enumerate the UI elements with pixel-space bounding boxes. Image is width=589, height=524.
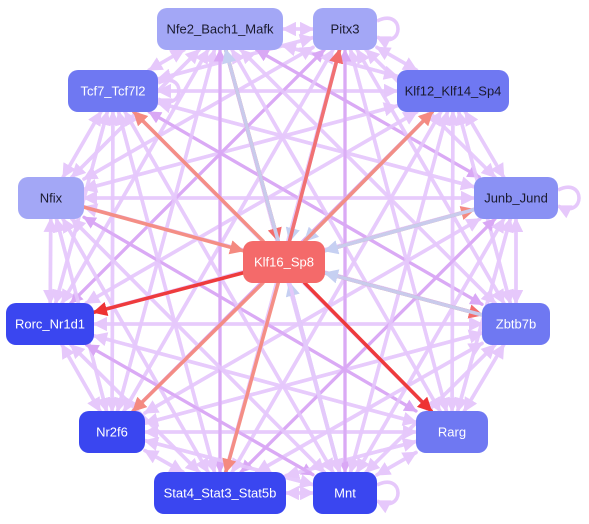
edge-layer [43, 21, 524, 501]
edge-Stat4_Stat3_Stat5b-to-Klf12_Klf14_Sp4 [230, 110, 443, 474]
node-label-Nfix: Nfix [40, 191, 63, 206]
node-Mnt[interactable]: Mnt [313, 472, 377, 514]
node-label-Zbtb7b: Zbtb7b [496, 317, 536, 332]
node-Rarg[interactable]: Rarg [416, 411, 488, 453]
node-Tcf7_Tcf7l2[interactable]: Tcf7_Tcf7l2 [68, 70, 158, 112]
edge-Rorc_Nr1d1-to-Nfix [43, 217, 58, 305]
edge-Tcf7_Tcf7l2-to-Nfe2_Bach1_Mafk [147, 48, 186, 72]
edge-Klf16_Sp8-to-Nfe2_Bach1_Mafk [222, 48, 281, 243]
node-label-Stat4_Stat3_Stat5b: Stat4_Stat3_Stat5b [164, 486, 277, 501]
node-Nfix[interactable]: Nfix [18, 177, 84, 219]
edge-Mnt-to-Junb_Jund [355, 217, 506, 474]
node-box-Tcf7_Tcf7l2[interactable] [68, 70, 158, 112]
edge-Klf16_Sp8-to-Mnt [287, 281, 344, 474]
edge-Mnt-to-Rorc_Nr1d1 [85, 343, 315, 477]
edge-Nr2f6-to-Junb_Jund [143, 217, 482, 415]
edge-Junb_Jund-to-Klf16_Sp8 [323, 207, 476, 255]
node-label-Rorc_Nr1d1: Rorc_Nr1d1 [15, 317, 85, 332]
node-box-Nr2f6[interactable] [79, 411, 145, 453]
node-label-Klf12_Klf14_Sp4: Klf12_Klf14_Sp4 [405, 84, 502, 99]
node-label-Pitx3: Pitx3 [331, 22, 360, 37]
edge-Klf16_Sp8-to-Rorc_Nr1d1 [92, 271, 245, 316]
node-label-Junb_Jund: Junb_Jund [484, 191, 548, 206]
self-loop-Tcf7_Tcf7l2 [156, 78, 181, 112]
node-Rorc_Nr1d1[interactable]: Rorc_Nr1d1 [6, 303, 94, 345]
edge-Mnt-to-Rarg [375, 450, 418, 477]
self-loop-Pitx3 [375, 16, 400, 50]
node-label-Rarg: Rarg [438, 425, 466, 440]
node-box-Klf16_Sp8[interactable] [243, 241, 325, 283]
node-box-Rarg[interactable] [416, 411, 488, 453]
node-box-Rorc_Nr1d1[interactable] [6, 303, 94, 345]
node-box-Klf12_Klf14_Sp4[interactable] [397, 70, 509, 112]
self-loop-Junb_Jund [556, 185, 581, 219]
node-box-Mnt[interactable] [313, 472, 377, 514]
node-label-Klf16_Sp8: Klf16_Sp8 [254, 255, 314, 270]
node-label-Nfe2_Bach1_Mafk: Nfe2_Bach1_Mafk [167, 22, 274, 37]
edge-Klf16_Sp8-to-Rarg [302, 281, 434, 413]
node-Junb_Jund[interactable]: Junb_Jund [474, 177, 558, 219]
node-label-Mnt: Mnt [334, 486, 356, 501]
self-loop-layer [156, 16, 581, 514]
edge-Zbtb7b-to-Klf16_Sp8 [323, 269, 484, 317]
edge-Rarg-to-Nfix [82, 215, 418, 413]
edge-Stat4_Stat3_Stat5b-to-Nfix [61, 217, 210, 474]
edge-Klf16_Sp8-to-Stat4_Stat3_Stat5b [222, 281, 281, 474]
node-box-Nfe2_Bach1_Mafk[interactable] [157, 8, 283, 50]
edge-Junb_Jund-to-Klf12_Klf14_Sp4 [463, 110, 506, 179]
node-box-Stat4_Stat3_Stat5b[interactable] [154, 472, 286, 514]
node-Klf12_Klf14_Sp4[interactable]: Klf12_Klf14_Sp4 [397, 70, 509, 112]
edge-Klf16_Sp8-to-Pitx3 [287, 48, 344, 243]
node-box-Nfix[interactable] [18, 177, 84, 219]
edge-Rarg-to-Rorc_Nr1d1 [92, 332, 418, 425]
edge-Nfix-to-Tcf7_Tcf7l2 [61, 110, 103, 179]
edge-Rorc_Nr1d1-to-Klf12_Klf14_Sp4 [84, 110, 419, 305]
edge-Rarg-to-Nfe2_Bach1_Mafk [230, 48, 442, 413]
node-Zbtb7b[interactable]: Zbtb7b [482, 303, 550, 345]
edge-Rarg-to-Zbtb7b [462, 343, 506, 413]
node-box-Junb_Jund[interactable] [474, 177, 558, 219]
edge-Klf16_Sp8-to-Tcf7_Tcf7l2 [132, 110, 265, 243]
node-Stat4_Stat3_Stat5b[interactable]: Stat4_Stat3_Stat5b [154, 472, 286, 514]
edge-Klf16_Sp8-to-Klf12_Klf14_Sp4 [302, 110, 435, 243]
edge-Zbtb7b-to-Tcf7_Tcf7l2 [147, 110, 484, 306]
node-Pitx3[interactable]: Pitx3 [313, 8, 377, 50]
node-box-Pitx3[interactable] [313, 8, 377, 50]
node-label-Tcf7_Tcf7l2: Tcf7_Tcf7l2 [80, 84, 145, 99]
edge-Nfix-to-Klf16_Sp8 [82, 205, 245, 255]
edge-Nr2f6-to-Pitx3 [122, 48, 335, 413]
node-box-Zbtb7b[interactable] [482, 303, 550, 345]
edge-Klf12_Klf14_Sp4-to-Pitx3 [375, 45, 419, 72]
edge-Klf16_Sp8-to-Nr2f6 [131, 281, 265, 413]
edge-Mnt-to-Tcf7_Tcf7l2 [123, 110, 335, 474]
self-loop-Mnt [375, 480, 400, 514]
node-Nr2f6[interactable]: Nr2f6 [79, 411, 145, 453]
edge-Stat4_Stat3_Stat5b-to-Nr2f6 [143, 448, 185, 474]
node-Klf16_Sp8[interactable]: Klf16_Sp8 [243, 241, 325, 283]
node-label-Nr2f6: Nr2f6 [96, 425, 128, 440]
edge-Nr2f6-to-Rorc_Nr1d1 [60, 343, 102, 413]
node-Nfe2_Bach1_Mafk[interactable]: Nfe2_Bach1_Mafk [157, 8, 283, 50]
